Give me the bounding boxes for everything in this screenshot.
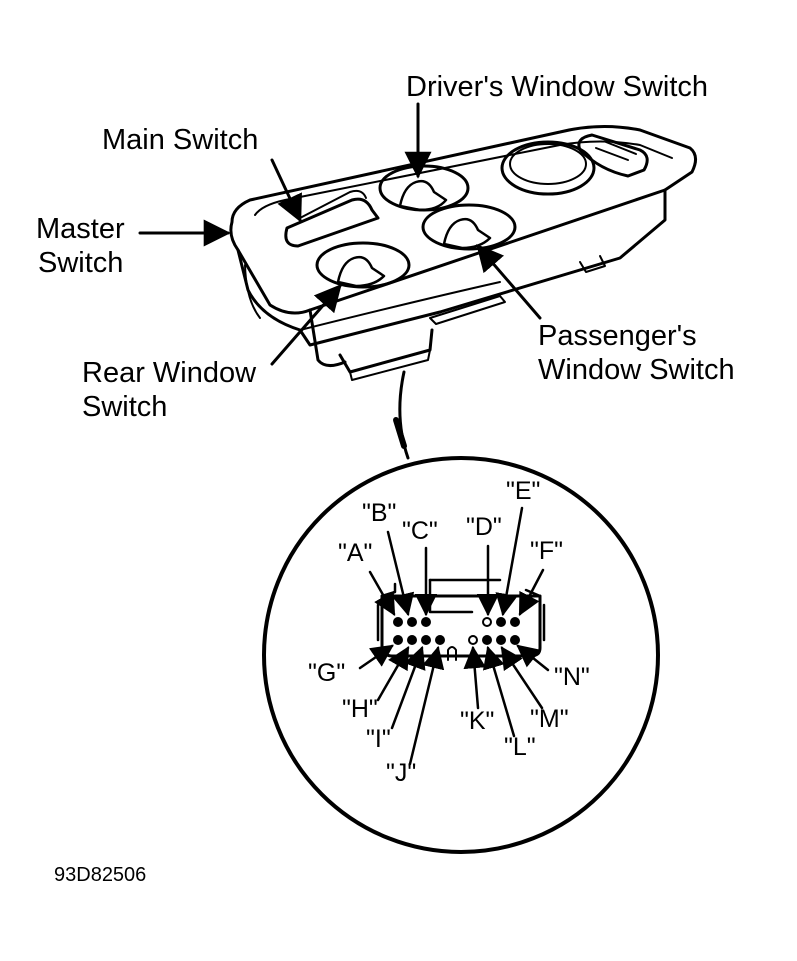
- rear-switch-pocket: [315, 241, 411, 289]
- terminal-label-d: "D": [466, 513, 502, 541]
- leader-lines: [138, 102, 542, 366]
- pin-E: [496, 617, 506, 627]
- terminal-label-k: "K": [460, 707, 495, 735]
- pin-D: [482, 617, 492, 627]
- lock-button: [500, 140, 596, 196]
- pin-K: [468, 635, 478, 645]
- pin-L: [482, 635, 492, 645]
- label-master-switch-line1: Master: [36, 213, 125, 245]
- terminal-pins: [393, 617, 520, 645]
- label-drivers-window-switch: Driver's Window Switch: [406, 71, 709, 103]
- label-main-switch: Main Switch: [102, 124, 259, 156]
- pin-B: [407, 617, 417, 627]
- terminal-label-n: "N": [554, 663, 590, 691]
- label-rear-window-switch-line2: Switch: [82, 391, 168, 423]
- terminal-label-j: "J": [386, 759, 417, 787]
- pin-G: [393, 635, 403, 645]
- pin-N: [510, 635, 520, 645]
- passengers-switch-pocket: [421, 203, 517, 251]
- terminal-label-h: "H": [342, 695, 378, 723]
- pin-M: [496, 635, 506, 645]
- pin-H: [407, 635, 417, 645]
- terminal-label-f: "F": [530, 537, 564, 565]
- terminal-label-i: "I": [366, 725, 391, 753]
- figure-reference-number: 93D82506: [54, 864, 147, 886]
- main-switch-lever: [284, 189, 380, 248]
- terminal-label-e: "E": [506, 477, 541, 505]
- label-rear-window-switch-line1: Rear Window: [82, 357, 257, 389]
- terminal-label-a: "A": [338, 539, 373, 567]
- terminal-label-l: "L": [504, 733, 536, 761]
- master-switch-body: [229, 124, 697, 381]
- pin-leader-lines: [358, 506, 550, 766]
- terminal-label-m: "M": [530, 705, 569, 733]
- terminal-label-g: "G": [308, 659, 346, 687]
- label-master-switch-line2: Switch: [38, 247, 124, 279]
- pin-I: [421, 635, 431, 645]
- pin-J: [435, 635, 445, 645]
- label-passengers-window-switch-line1: Passenger's: [538, 320, 697, 352]
- pin-F: [510, 617, 520, 627]
- terminal-label-c: "C": [402, 517, 438, 545]
- pin-A: [393, 617, 403, 627]
- terminal-label-b: "B": [362, 499, 397, 527]
- connector-zoom-callout: [262, 370, 660, 854]
- small-rocker-switch: [577, 133, 649, 178]
- pin-C: [421, 617, 431, 627]
- label-passengers-window-switch-line2: Window Switch: [538, 354, 735, 386]
